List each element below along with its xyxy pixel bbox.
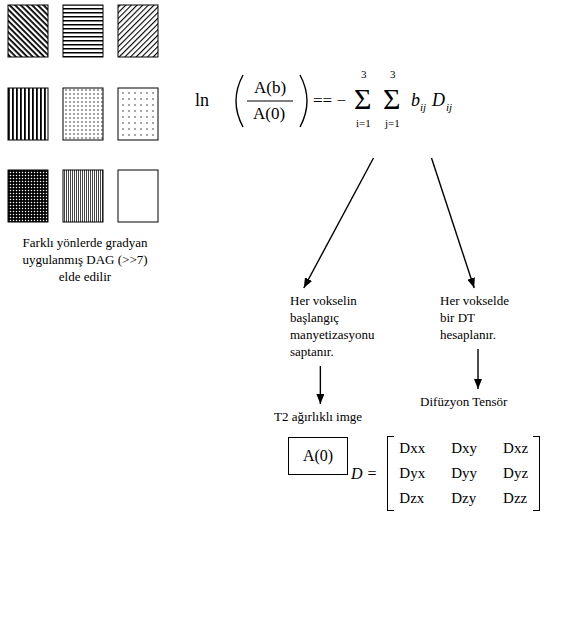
matrix-entry: Dxx [399,440,425,457]
eq-node: lnA(b)A(0)== −3Σi=13Σj=1bijDij [185,55,475,150]
equation-term: i=1 [356,118,371,129]
equation-term: 3 [361,69,367,80]
equation-term: A(0) [253,105,285,122]
image-label: A(0) [303,447,333,465]
tensor-matrix: Dxx Dxy DxzDyx Dyy DyzDzx Dzy Dzz [387,436,540,511]
step-label: Her vokselin başlangıç manyetizasyonu sa… [290,292,382,360]
matrix-heading: Difüzyon Tensör [387,393,540,410]
flow-arrow [477,349,478,389]
dwi-image [118,88,158,140]
equation-term: j=1 [385,118,400,129]
matrix-bracket [387,436,394,511]
text-node: Her vokselde bir DT hesaplanır. [440,292,516,343]
dwi-image [118,5,158,57]
equation-term: ij [446,102,452,113]
equation-term: A(b) [254,79,286,96]
matrix-entry: Dyy [451,465,477,482]
equation-term: 3 [390,69,396,80]
equation-symbols [236,75,307,127]
equation-term: ij [420,102,426,113]
dwi-image [63,5,103,57]
image-box: A(0) [288,437,348,475]
flow-arrow [432,158,475,288]
dwi-image-grid [8,5,158,222]
image-caption: Farklı yönlerde gradyan uygulanmış DAG (… [16,234,154,285]
matrix-entry: Dxy [451,440,477,457]
equation-term: D [432,91,445,109]
matrix-entry: Dzy [451,490,477,507]
equation-term: Σ [354,84,371,114]
fraction-bar [247,101,293,102]
dwi-image [8,170,48,222]
equation-term: == − [313,92,346,109]
dwi-image [8,5,48,57]
matrix-node: Difüzyon TensörD =DxxDxyDxzDyxDyyDyzDzxD… [351,393,540,511]
dwi-image [63,170,103,222]
matrix-bracket [533,436,540,511]
left-parenthesis [236,75,243,127]
equation-term: Σ [383,84,400,114]
equation-term: b [411,91,420,109]
image-heading: T2 ağırlıklı imge [274,408,362,425]
dwi-image [63,88,103,140]
fig-node: T2 ağırlıklı imgeA(0) [274,408,362,475]
right-parenthesis [300,75,307,127]
matrix-entry: Dyx [399,465,425,482]
matrix-entry: Dxz [503,440,528,457]
matrix-entry: Dzz [503,490,528,507]
dwi-image [8,88,48,140]
flow-arrow [320,366,321,404]
matrix-entry: Dyz [503,465,528,482]
step-label: Her vokselde bir DT hesaplanır. [440,292,516,343]
matrix-name: D = [351,465,377,483]
dwi-image [118,170,158,222]
matrix-entry: Dzx [399,490,425,507]
text-node: Her vokselin başlangıç manyetizasyonu sa… [290,292,382,360]
flow-arrow [304,158,374,288]
equation-term: ln [195,91,209,109]
